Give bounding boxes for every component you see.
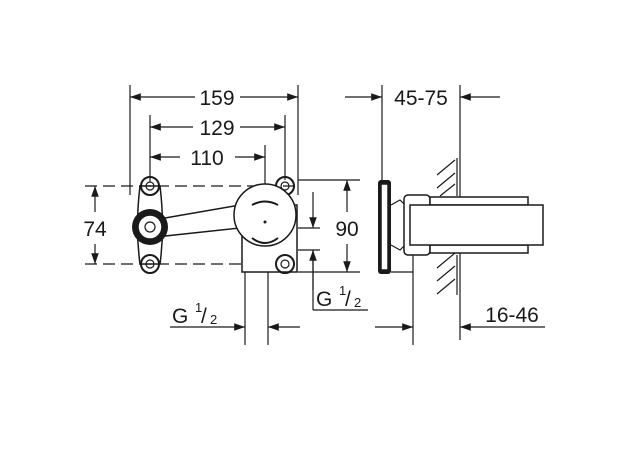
svg-text:2: 2	[210, 312, 217, 327]
dim-16-46: 16-46	[485, 304, 539, 327]
wall-hatch	[436, 158, 458, 295]
svg-text:G: G	[172, 305, 188, 328]
front-view: 159 129 110 74	[83, 85, 368, 345]
svg-text:/: /	[345, 288, 351, 311]
svg-text:G: G	[316, 288, 332, 311]
dim-74: 74	[83, 218, 107, 241]
dim-45-75: 45-75	[394, 87, 448, 110]
dim-90: 90	[335, 218, 358, 241]
thread-label-side: G 1 / 2	[316, 283, 361, 311]
thread-label-bottom: G 1 / 2	[172, 300, 217, 328]
dim-159: 159	[199, 87, 234, 110]
svg-text:2: 2	[354, 295, 361, 310]
svg-text:1: 1	[339, 283, 346, 298]
dim-129: 129	[199, 117, 234, 140]
svg-text:/: /	[201, 305, 207, 328]
dim-110: 110	[190, 147, 223, 170]
svg-text:1: 1	[195, 300, 202, 315]
side-view: 45-75 16-46	[345, 85, 545, 345]
